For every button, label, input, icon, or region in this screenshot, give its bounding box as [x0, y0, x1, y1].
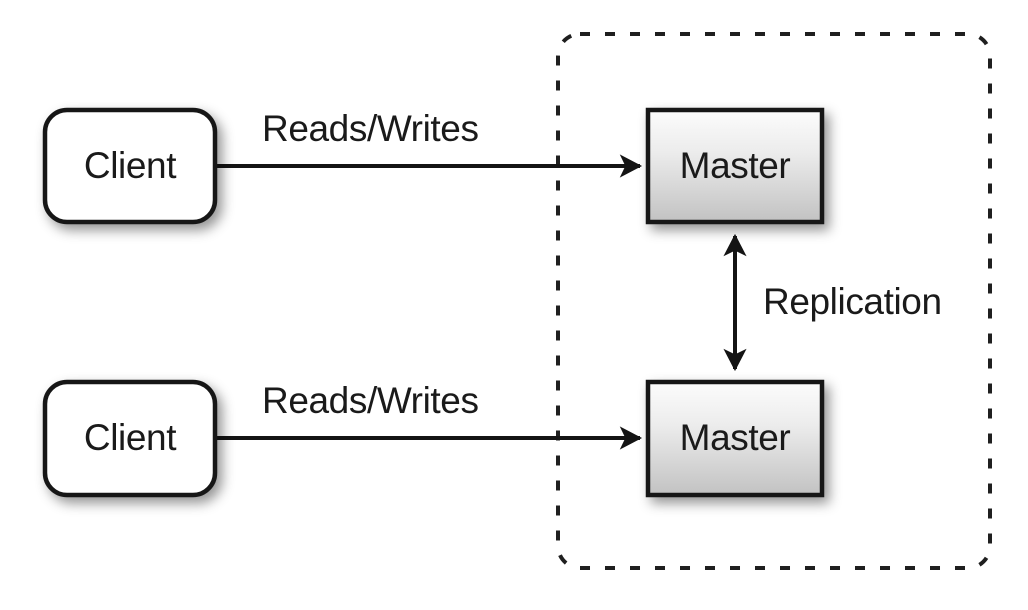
node-label-client-bottom: Client — [83, 417, 177, 458]
node-label-client-top: Client — [83, 145, 177, 186]
edge-label-reads-writes-top: Reads/Writes — [262, 108, 479, 149]
edge-label-replication: Replication — [763, 281, 942, 322]
node-master-top[interactable] — [645, 107, 825, 225]
node-master-bottom[interactable] — [645, 379, 825, 498]
node-client-top[interactable] — [42, 107, 218, 225]
edge-label-reads-writes-bottom: Reads/Writes — [262, 380, 479, 421]
node-label-master-bottom: Master — [679, 417, 791, 458]
node-label-master-top: Master — [679, 145, 791, 186]
node-client-bottom[interactable] — [42, 379, 218, 498]
